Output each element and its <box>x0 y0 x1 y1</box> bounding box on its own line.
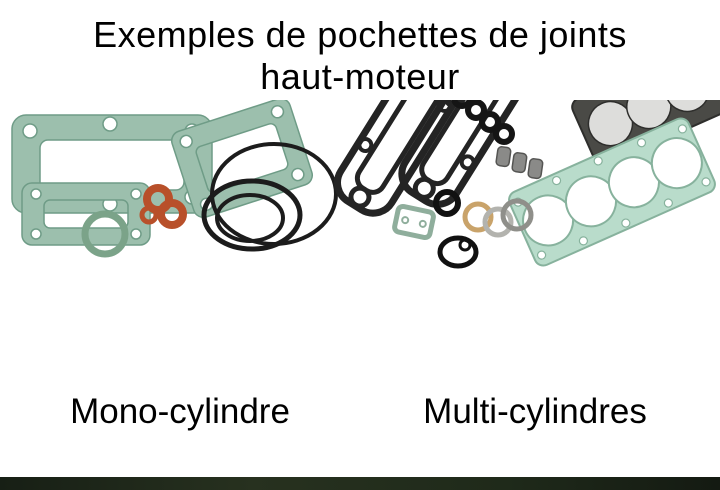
caption-mono-cylindre: Mono-cylindre <box>70 392 290 431</box>
copper-washers <box>139 184 187 229</box>
washer-rings <box>433 189 534 238</box>
page-title-line1: Exemples de pochettes de joints <box>93 14 627 55</box>
caption-multi-cylindres: Multi-cylindres <box>423 392 647 431</box>
multi-cylinder-kit-illustration <box>334 100 720 269</box>
black-o-rings <box>201 142 338 252</box>
valve-stem-seals <box>495 146 544 180</box>
small-aqua-gasket <box>392 203 436 241</box>
green-ring-seal <box>81 210 129 258</box>
footer-bar <box>0 477 720 490</box>
page-title-line2: haut-moteur <box>260 56 460 97</box>
page-title: Exemples de pochettes de joints haut-mot… <box>0 14 720 98</box>
small-black-seals <box>451 100 515 145</box>
gasket-kits-photo <box>11 100 720 269</box>
dark-head-gasket <box>571 100 720 167</box>
aqua-head-gasket <box>508 117 716 267</box>
mono-cylinder-kit-illustration <box>11 100 338 258</box>
small-black-gasket <box>437 235 479 269</box>
